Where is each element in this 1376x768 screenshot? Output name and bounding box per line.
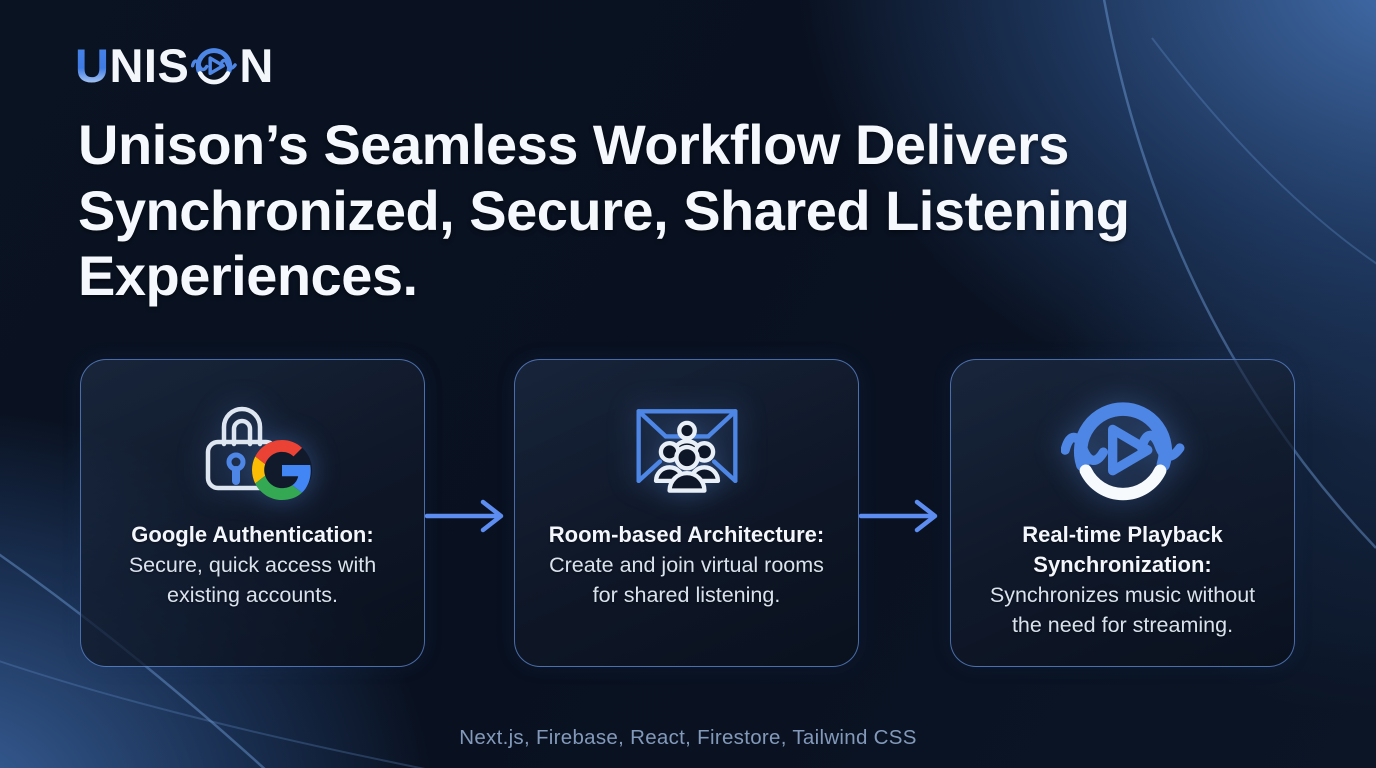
arrow-right-icon [859,499,938,533]
card-google-authentication: Google Authentication: Secure, quick acc… [80,359,425,667]
card-title: Room-based Architecture: [548,522,825,547]
tech-stack: Next.js, Firebase, React, Firestore, Tai… [459,726,917,749]
arrow-right-icon [425,499,504,533]
card-realtime-playback-sync: Real-time Playback Synchronization: Sync… [950,359,1295,667]
card-body: Synchronizes music without the need for … [989,583,1256,637]
google-g-icon [251,440,312,500]
card-title: Google Authentication: [131,522,374,547]
unison-waveform-play-icon [191,43,238,94]
room-users-icon [635,409,738,493]
lock-google-icon [192,394,314,502]
card-room-based-architecture: Room-based Architecture: Create and join… [514,359,859,667]
playback-sync-icon [1060,402,1184,501]
logo-letter-n: N [239,39,274,92]
card-title: Real-time Playback Synchronization: [1022,522,1223,577]
page-title: Unison’s Seamless Workflow Delivers Sync… [78,113,1130,308]
logo-letter-u: U [75,39,110,92]
card-body: Secure, quick access with existing accou… [128,553,377,607]
card-body: Create and join virtual rooms for shared… [549,553,824,607]
logo-letters-nis: NIS [109,39,190,92]
